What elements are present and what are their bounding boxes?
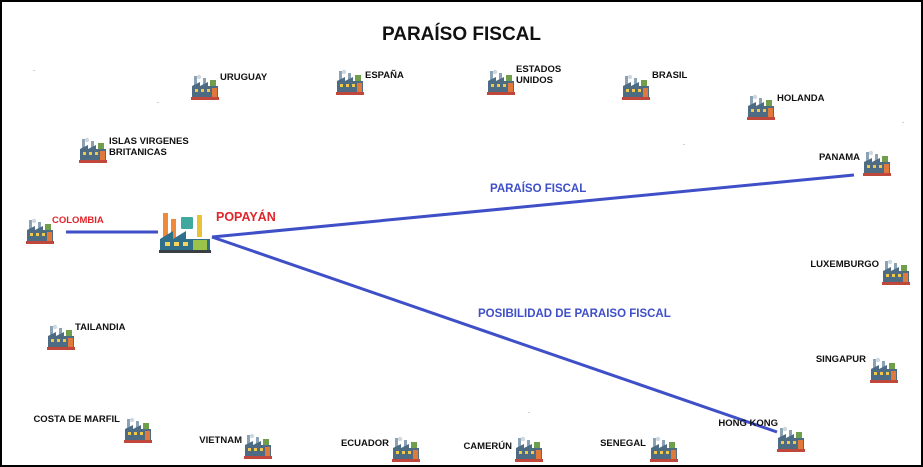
country-estados-unidos-label: ESTADOS UNIDOS	[516, 64, 562, 86]
country-espana-label: ESPAÑA	[365, 70, 404, 81]
factory-icon	[515, 436, 543, 462]
country-brasil-icon-wrap	[622, 74, 650, 105]
country-estados-unidos-icon-wrap	[487, 69, 515, 100]
diagram-title: PARAÍSO FISCAL	[381, 24, 542, 45]
country-luxemburgo-label: LUXEMBURGO	[810, 259, 879, 270]
factory-icon	[244, 433, 272, 459]
background-dot	[683, 144, 685, 145]
factory-icon	[882, 259, 910, 285]
country-espana-icon-wrap	[336, 69, 364, 100]
country-uruguay-label: URUGUAY	[220, 72, 268, 83]
country-costa-de-marfil-label: COSTA DE MARFIL	[33, 414, 120, 425]
industrial-plant-icon	[159, 213, 211, 253]
background-dot	[157, 102, 159, 103]
factory-icon	[650, 436, 678, 462]
factory-icon	[863, 150, 891, 176]
country-ecuador-label: ECUADOR	[340, 438, 389, 449]
factory-icon	[124, 417, 152, 443]
factory-icon	[26, 218, 54, 244]
factory-icon	[622, 74, 650, 100]
country-vietnam-label: VIETNAM	[199, 435, 242, 446]
factory-icon	[336, 69, 364, 95]
country-camerun-icon-wrap	[515, 436, 543, 465]
country-singapur-icon-wrap	[870, 357, 898, 388]
hub-icon-wrap	[159, 209, 211, 258]
country-uruguay-icon-wrap	[191, 74, 219, 105]
country-panama-icon-wrap	[863, 150, 891, 181]
factory-icon	[777, 426, 805, 452]
edge-label-paraiso: PARAÍSO FISCAL	[490, 183, 587, 195]
country-brasil-label: BRASIL	[652, 70, 688, 81]
country-costa-de-marfil-icon-wrap	[124, 417, 152, 448]
country-ecuador-icon-wrap	[392, 436, 420, 465]
factory-icon	[392, 436, 420, 462]
country-panama-label: PANAMA	[819, 152, 860, 163]
country-tailandia-label: TAILANDIA	[75, 322, 126, 333]
country-senegal-icon-wrap	[650, 436, 678, 465]
edge-label-posibilidad: POSIBILIDAD DE PARAISO FISCAL	[478, 308, 671, 320]
factory-icon	[79, 137, 107, 163]
factory-icon	[747, 94, 775, 120]
background-dot	[528, 412, 530, 413]
factory-icon	[47, 324, 75, 350]
origin-icon-wrap	[26, 218, 54, 249]
country-vietnam-icon-wrap	[244, 433, 272, 464]
country-tailandia-icon-wrap	[47, 324, 75, 355]
country-camerun-label: CAMERÚN	[463, 441, 512, 452]
origin-label: COLOMBIA	[52, 215, 104, 226]
hub-label: POPAYÁN	[216, 210, 276, 224]
background-dot	[902, 122, 904, 123]
link-popayan-panama	[211, 173, 855, 239]
country-singapur-label: SINGAPUR	[815, 354, 866, 365]
country-holanda-label: HOLANDA	[777, 93, 825, 104]
country-hong-kong-icon-wrap	[777, 426, 805, 457]
background-dot	[33, 70, 35, 71]
factory-icon	[870, 357, 898, 383]
country-islas-virgenes-label: ISLAS VIRGENES BRITANICAS	[109, 136, 189, 158]
country-luxemburgo-icon-wrap	[882, 259, 910, 290]
factory-icon	[191, 74, 219, 100]
factory-icon	[487, 69, 515, 95]
country-hong-kong-label: HONG KONG	[718, 418, 778, 429]
country-holanda-icon-wrap	[747, 94, 775, 125]
country-islas-virgenes-icon-wrap	[79, 137, 107, 168]
country-senegal-label: SENEGAL	[600, 438, 646, 449]
link-popayan-hongkong	[211, 235, 778, 434]
